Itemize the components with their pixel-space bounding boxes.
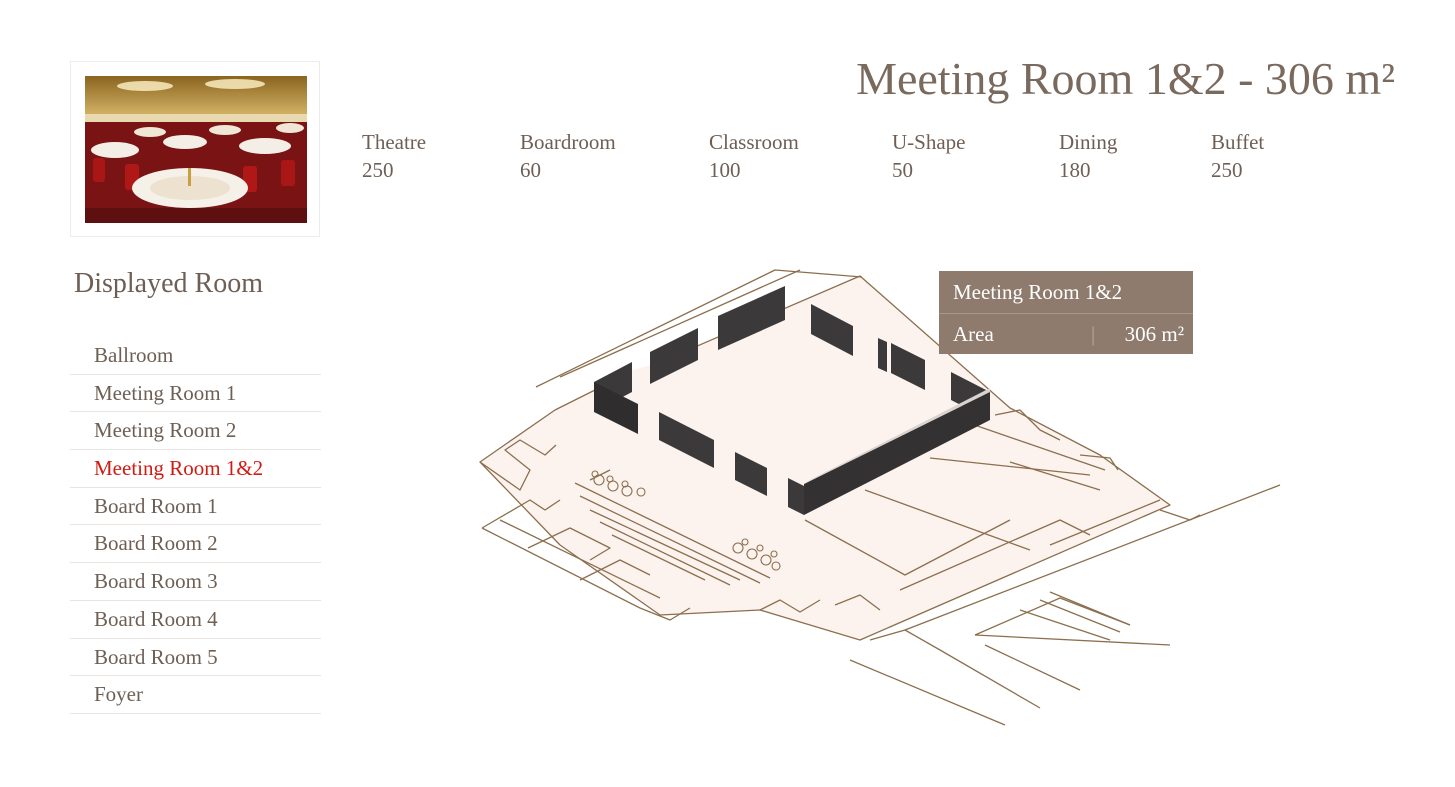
room-item-board-room-3[interactable]: Board Room 3 (70, 563, 321, 601)
capacity-label: Buffet (1211, 130, 1265, 154)
room-item-board-room-2[interactable]: Board Room 2 (70, 525, 321, 564)
capacity-theatre: Theatre 250 (362, 128, 426, 184)
tooltip-area-value: 306 m² (1124, 322, 1184, 346)
room-item-meeting-room-1[interactable]: Meeting Room 1 (70, 375, 321, 413)
room-list: Ballroom Meeting Room 1 Meeting Room 2 M… (70, 337, 321, 714)
room-info-tooltip: Meeting Room 1&2 Area | 306 m² (939, 271, 1193, 354)
banquet-photo-image (85, 76, 307, 223)
tooltip-area-row: Area | 306 m² (939, 314, 1193, 354)
capacity-table: Theatre 250 Boardroom 60 Classroom 100 U… (0, 128, 1455, 188)
tooltip-area-label: Area (953, 322, 994, 346)
capacity-label: Classroom (709, 130, 799, 154)
capacity-classroom: Classroom 100 (709, 128, 799, 184)
capacity-value: 50 (892, 158, 913, 182)
capacity-boardroom: Boardroom 60 (520, 128, 616, 184)
selected-room-walls (594, 286, 990, 515)
capacity-value: 60 (520, 158, 541, 182)
furniture-symbols (591, 470, 781, 571)
room-item-ballroom[interactable]: Ballroom (70, 337, 321, 375)
capacity-value: 100 (709, 158, 741, 182)
capacity-value: 180 (1059, 158, 1091, 182)
room-item-foyer[interactable]: Foyer (70, 676, 321, 714)
capacity-label: Boardroom (520, 130, 616, 154)
tooltip-separator: | (1091, 322, 1096, 346)
capacity-value: 250 (1211, 158, 1243, 182)
room-item-board-room-1[interactable]: Board Room 1 (70, 488, 321, 526)
capacity-u-shape: U-Shape 50 (892, 128, 965, 184)
capacity-label: U-Shape (892, 130, 966, 154)
page-title: Meeting Room 1&2 - 306 m² (856, 53, 1395, 104)
capacity-dining: Dining 180 (1059, 128, 1117, 184)
capacity-value: 250 (362, 158, 394, 182)
room-item-meeting-room-1-2[interactable]: Meeting Room 1&2 (70, 450, 321, 488)
room-photo (70, 61, 320, 237)
displayed-room-heading: Displayed Room (74, 268, 263, 299)
capacity-buffet: Buffet 250 (1211, 128, 1264, 184)
room-item-meeting-room-2[interactable]: Meeting Room 2 (70, 412, 321, 451)
room-item-board-room-4[interactable]: Board Room 4 (70, 601, 321, 639)
capacity-label: Dining (1059, 130, 1118, 154)
capacity-label: Theatre (362, 130, 427, 154)
tooltip-title: Meeting Room 1&2 (939, 271, 1193, 314)
room-item-board-room-5[interactable]: Board Room 5 (70, 639, 321, 677)
